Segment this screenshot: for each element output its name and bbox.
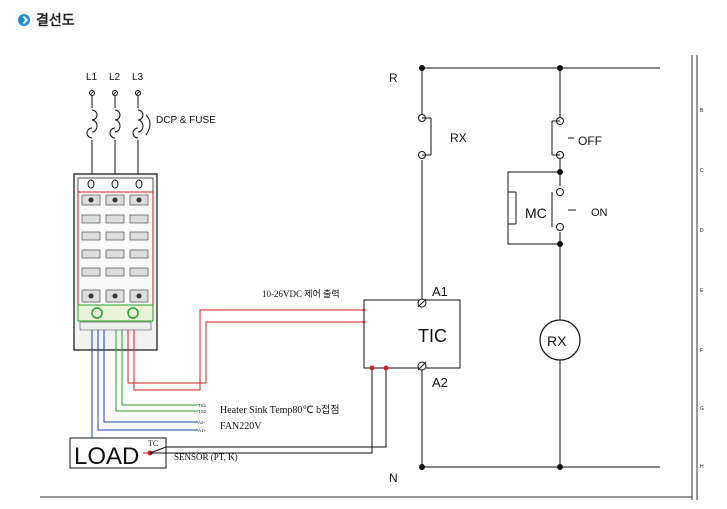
load-box: LOAD TC — [69, 437, 167, 470]
aux-terminals: TS1 TS2 A2- A1+ — [198, 403, 207, 433]
breaker-label: DCP & FUSE — [156, 115, 216, 126]
section-header: 결선도 — [18, 10, 75, 30]
sensor-wires — [149, 370, 387, 454]
terminal-ts2: TS2 — [198, 409, 207, 414]
border-letter: F — [700, 348, 703, 354]
off-button — [551, 117, 574, 159]
mc-hold-circuit — [507, 171, 560, 245]
a1-label: A1 — [432, 284, 448, 299]
border-letter: E — [700, 288, 704, 294]
tc-label: TC — [148, 439, 158, 448]
load-label: LOAD — [74, 443, 139, 470]
on-label: ON — [591, 207, 608, 219]
terminal-ts1: TS1 — [198, 403, 207, 408]
phase-label-l2: L2 — [109, 72, 121, 83]
border-letter: D — [700, 228, 704, 234]
rx-coil-label: RX — [547, 333, 567, 349]
control-signal-label: 10-26VDC 제어 출력 — [262, 288, 340, 299]
border-letter: G — [700, 406, 704, 412]
phase-label-l3: L3 — [132, 72, 144, 83]
drawing-border: B C D E F G H — [40, 55, 704, 500]
fan-label: FAN220V — [220, 421, 262, 432]
terminal-a2-minus: A2- — [198, 420, 206, 425]
sensor-label: SENSOR (PT, K) — [174, 452, 238, 462]
heater-sink-label: Heater Sink Temp80℃ b접점 — [220, 404, 340, 416]
border-letter: B — [700, 108, 704, 114]
r-label: R — [389, 71, 398, 85]
border-letter: C — [700, 168, 704, 174]
tic-label: TIC — [418, 326, 447, 346]
control-circuit — [421, 67, 660, 468]
dcp-fuse-breaker — [86, 90, 151, 175]
module-wires — [91, 309, 364, 438]
off-label: OFF — [578, 134, 602, 148]
rx-contact-label: RX — [450, 131, 467, 145]
a2-label: A2 — [432, 375, 448, 390]
tic-controller: TIC — [362, 299, 461, 371]
tic-terminals — [417, 298, 427, 371]
section-title: 결선도 — [36, 13, 75, 29]
ssr-power-module — [73, 173, 158, 351]
border-letter: H — [700, 464, 704, 470]
phase-label-l1: L1 — [86, 72, 98, 83]
bullet-arrow-icon — [18, 14, 30, 26]
rx-contact — [418, 114, 432, 159]
mc-label: MC — [525, 205, 547, 221]
on-button — [551, 188, 576, 231]
junction-dots — [419, 65, 563, 470]
n-label: N — [389, 471, 398, 485]
rx-coil: RX — [539, 319, 581, 361]
phase-labels: L1 L2 L3 — [86, 72, 144, 83]
terminal-a1-plus: A1+ — [198, 428, 207, 433]
